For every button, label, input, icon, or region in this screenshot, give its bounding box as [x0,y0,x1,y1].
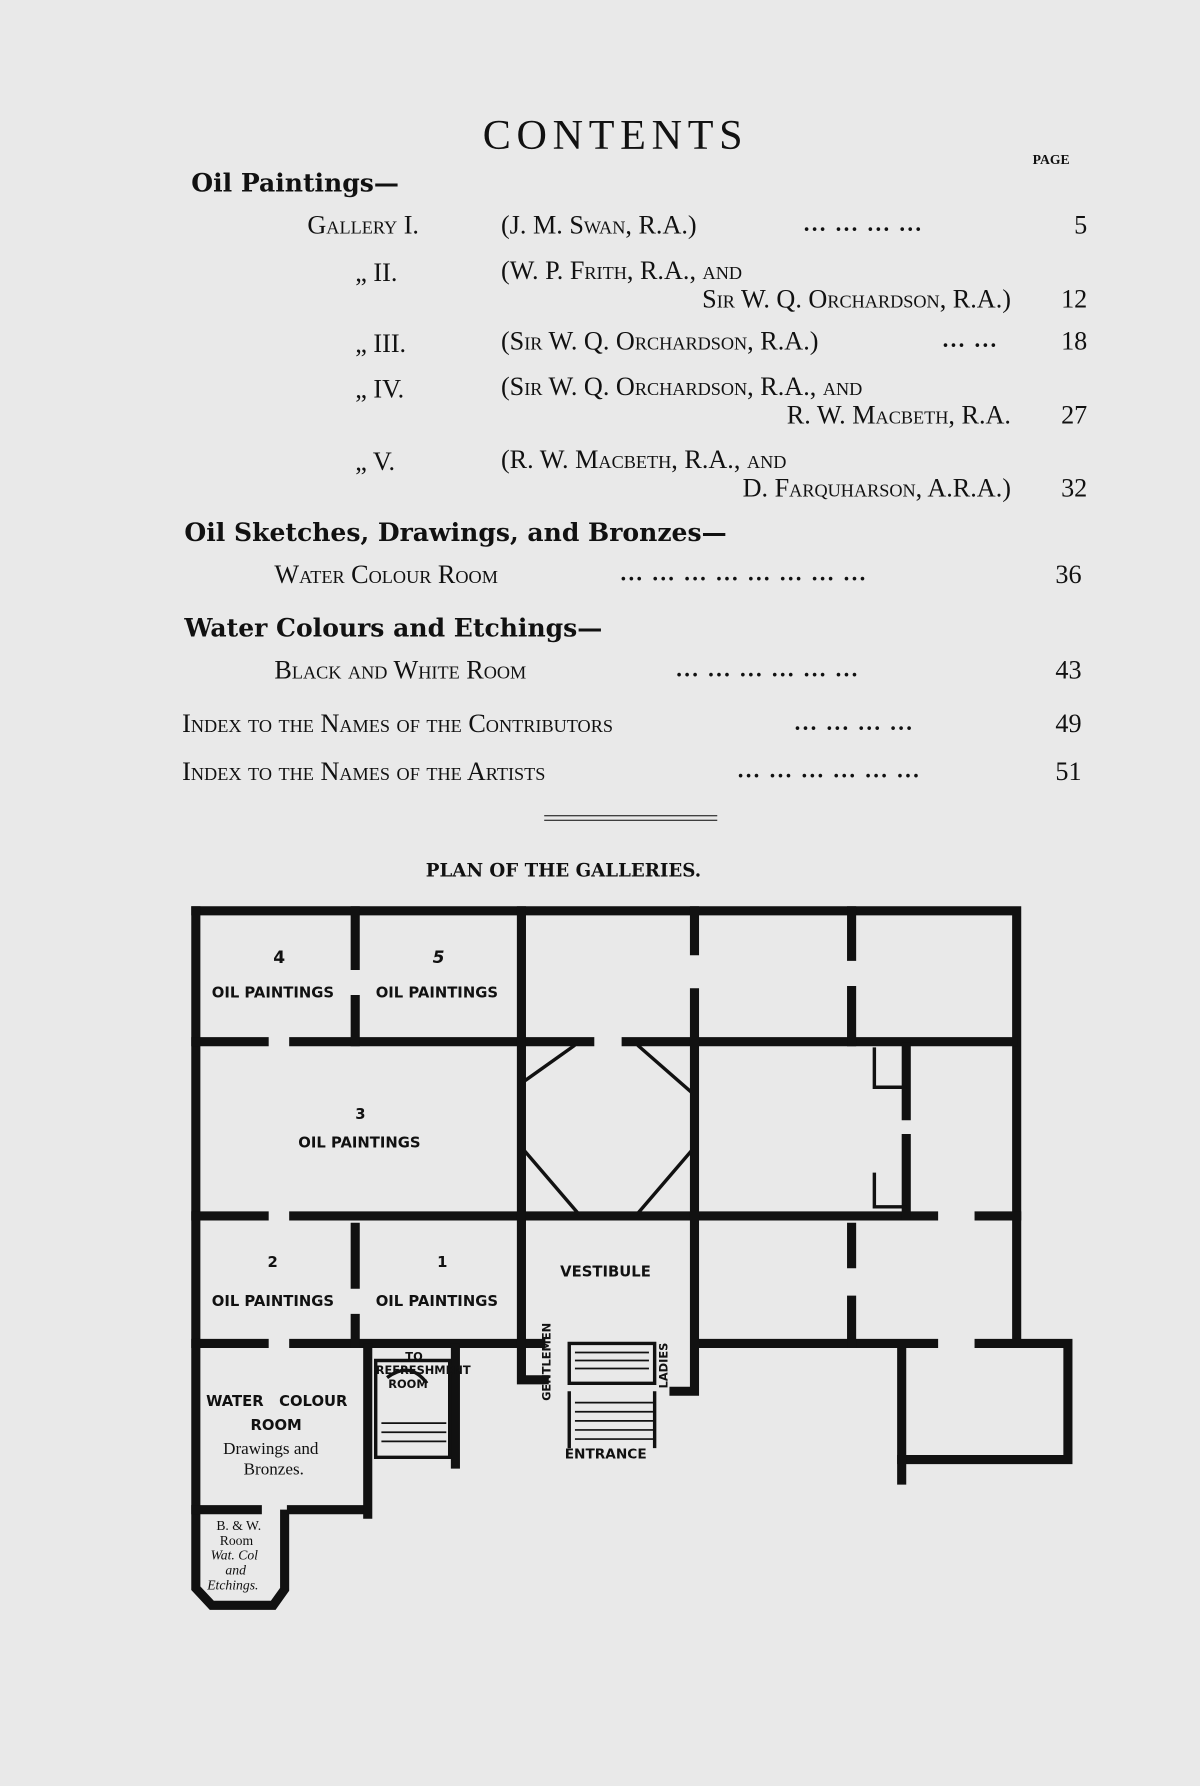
toc-page: 51 [1055,757,1082,786]
toc-prefix: „ II. [355,258,398,287]
toc-prefix: „ III. [355,329,407,358]
refreshment-room: ROOM [388,1378,428,1392]
bw-room-label: Room [219,1532,254,1549]
toc-page: 12 [1061,284,1088,314]
stair-steps [381,1351,655,1443]
toc-leader: ... ... [942,327,999,353]
entrance-label: ENTRANCE [564,1445,647,1462]
water-colour-label: WATER COLOUR [206,1393,348,1411]
toc-entry: D. Farquharson, A.R.A.) [742,473,1011,503]
bw-room-label: Wat. Col [210,1547,258,1564]
double-rule [544,815,718,821]
drawings-label: Drawings and [223,1440,319,1459]
refreshment-to: TO [405,1351,423,1364]
vestibule-label: VESTIBULE [560,1263,651,1281]
gallery-2-label: OIL PAINTINGS [211,1293,335,1311]
toc-page: 27 [1061,400,1088,430]
gallery-3-number: 3 [355,1106,366,1124]
toc-entry: Water Colour Room [274,560,498,589]
section-heading: Water Colours and Etchings— [184,613,603,644]
toc-entry: (R. W. Macbeth, R.A., and [500,445,787,474]
gallery-5-number: 5 [432,947,445,968]
toc-leader: ... ... ... ... ... ... [676,656,860,682]
bw-room-label: and [225,1562,246,1578]
wall [669,906,700,1396]
toc-page: 36 [1055,560,1082,589]
toc-page: 32 [1061,473,1088,503]
toc-entry: Black and White Room [274,655,527,685]
toc-entry: (W. P. Frith, R.A., and [500,256,742,285]
bronzes-label: Bronzes. [243,1460,304,1479]
gallery-1-number: 1 [437,1254,448,1272]
section-heading: Oil Sketches, Drawings, and Bronzes— [184,518,727,548]
toc-leader: ... ... ... ... ... ... ... ... [620,561,868,587]
contents-title: CONTENTS [482,112,749,160]
toc-prefix: Gallery I. [307,210,419,240]
toc-entry: (J. M. Swan, R.A.) [500,210,697,240]
staircase [373,1358,452,1459]
toc-entry: (Sir W. Q. Orchardson, R.A.) [500,326,819,356]
toc-leader: ... ... ... ... [803,211,924,237]
toc-page: 5 [1074,210,1088,240]
ladies-label: LADIES [658,1342,672,1389]
refreshment-label: REFRESHMENT [375,1365,471,1378]
toc-page: 43 [1055,655,1082,685]
staircase [567,1341,657,1449]
diagonal-wall [522,1043,694,1215]
toc-leader: ... ... ... ... [794,710,915,736]
gallery-4-label: OIL PAINTINGS [211,984,335,1002]
gallery-2-number: 2 [267,1254,278,1272]
wall [516,906,549,1385]
gallery-3-label: OIL PAINTINGS [298,1135,421,1153]
toc-page: 18 [1061,326,1088,356]
bw-room-label: Etchings. [207,1576,259,1593]
wall [191,1338,1073,1465]
gallery-4-number: 4 [273,947,286,968]
gallery-1-label: OIL PAINTINGS [375,1293,499,1311]
index-entry: Index to the Names of the Artists [182,757,546,786]
water-colour-room: ROOM [250,1417,302,1435]
bw-room-label: B. & W. [216,1517,262,1534]
wall [363,1343,460,1519]
toc-prefix: „ V. [355,447,396,476]
page-column-header: PAGE [1032,151,1070,168]
toc-leader: ... ... ... ... ... ... [737,758,922,784]
toc-entry: (Sir W. Q. Orchardson, R.A., and [500,372,863,401]
plan-title: PLAN OF THE GALLERIES. [425,859,702,882]
toc-prefix: „ IV. [355,374,405,404]
toc-entry: Sir W. Q. Orchardson, R.A.) [702,284,1011,314]
gallery-5-label: OIL PAINTINGS [375,984,499,1002]
section-heading: Oil Paintings— [191,168,399,199]
toc-page: 49 [1055,709,1082,738]
gentlemen-label: GENTLEMEN [541,1322,554,1401]
wall [191,906,1022,1344]
index-entry: Index to the Names of the Contributors [182,709,613,738]
closet [872,1047,907,1209]
toc-entry: R. W. Macbeth, R.A. [786,400,1011,430]
wall [191,906,290,1610]
